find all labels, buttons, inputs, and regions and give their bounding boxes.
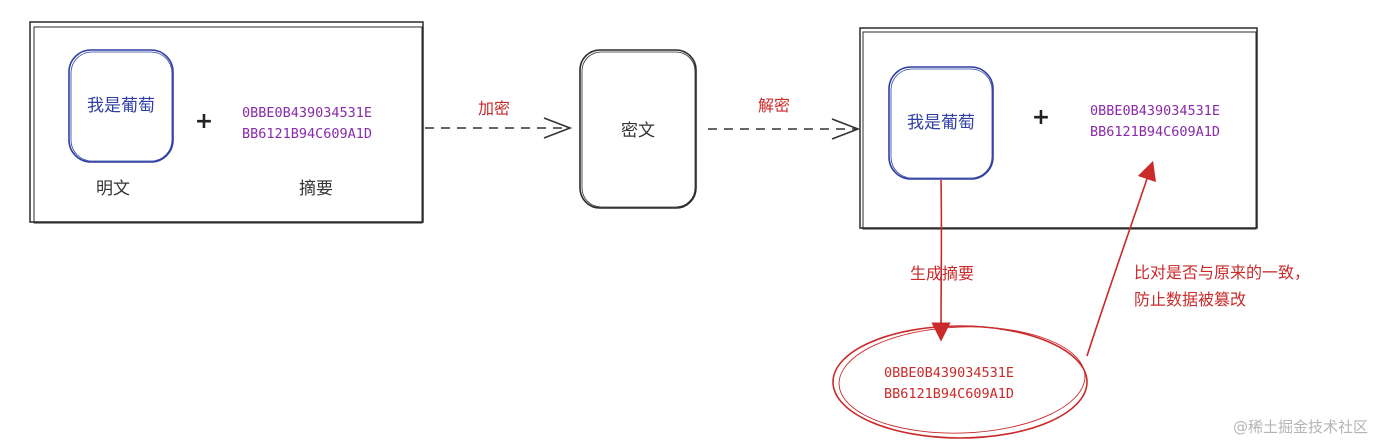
encrypt-arrow — [425, 117, 573, 139]
plaintext-label: 明文 — [96, 179, 130, 199]
generate-digest-label: 生成摘要 — [910, 264, 974, 283]
right-digest-line-1: 0BBE0B439034531E — [1090, 103, 1220, 119]
right-digest-line-2: BB6121B94C609A1D — [1090, 124, 1220, 140]
ciphertext-box: 密文 — [579, 49, 697, 209]
plaintext-box: 我是葡萄 — [68, 49, 174, 163]
left-container — [29, 21, 424, 224]
plus-sign-right: + — [1032, 105, 1050, 130]
digest-line-1: 0BBE0B439034531E — [242, 105, 372, 121]
encrypt-label: 加密 — [478, 99, 510, 118]
plaintext-box-text: 我是葡萄 — [87, 96, 155, 116]
new-digest-line-2: BB6121B94C609A1D — [884, 386, 1014, 402]
new-digest-line-1: 0BBE0B439034531E — [884, 365, 1014, 381]
compare-note-line-1: 比对是否与原来的一致， — [1134, 263, 1310, 282]
decrypt-arrow — [708, 118, 861, 140]
ciphertext-box-text: 密文 — [621, 121, 655, 141]
new-digest-ellipse — [832, 325, 1088, 439]
digest-line-2: BB6121B94C609A1D — [242, 126, 372, 142]
right-plaintext-box: 我是葡萄 — [888, 66, 994, 180]
right-container — [859, 27, 1258, 230]
decrypt-label: 解密 — [758, 96, 790, 115]
watermark-text: @稀土掘金技术社区 — [1232, 418, 1368, 436]
compare-note-line-2: 防止数据被篡改 — [1134, 290, 1246, 309]
right-plaintext-text: 我是葡萄 — [907, 113, 975, 133]
compare-arrow — [1086, 160, 1157, 357]
digest-label: 摘要 — [299, 179, 333, 199]
plus-sign-left: + — [195, 109, 213, 134]
